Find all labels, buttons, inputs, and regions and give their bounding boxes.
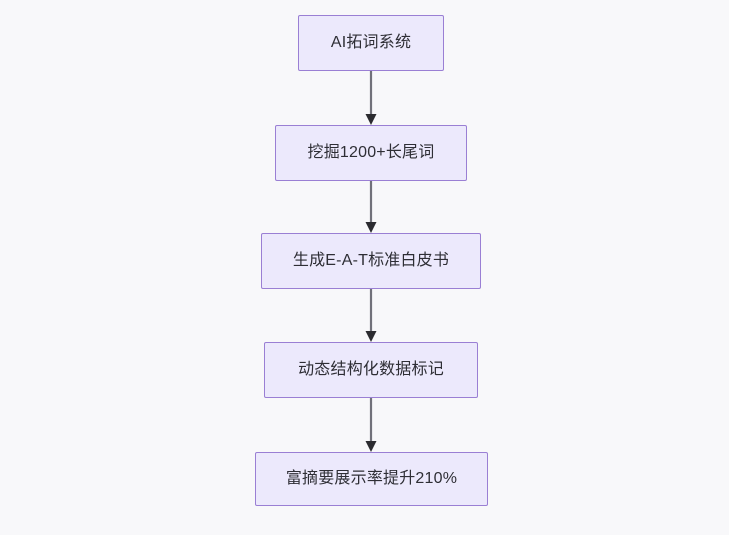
node-label: 动态结构化数据标记	[298, 361, 444, 379]
edge-node4-node5	[365, 398, 377, 452]
flowchart-node-rich-snippet-rate-increase[interactable]: 富摘要展示率提升210%	[255, 452, 488, 506]
edge-node3-node4	[365, 289, 377, 342]
edge-node1-node2	[365, 71, 377, 125]
node-label: AI拓词系统	[330, 34, 412, 52]
flowchart-node-dynamic-structured-data-markup[interactable]: 动态结构化数据标记	[264, 342, 478, 398]
edge-node2-node3	[365, 181, 377, 233]
flowchart-node-ai-keyword-system[interactable]: AI拓词系统	[298, 15, 444, 71]
flowchart-node-generate-eat-whitepaper[interactable]: 生成E-A-T标准白皮书	[261, 233, 481, 289]
node-label: 挖掘1200+长尾词	[307, 144, 435, 162]
flowchart-node-mine-longtail-keywords[interactable]: 挖掘1200+长尾词	[275, 125, 467, 181]
node-label: 富摘要展示率提升210%	[285, 470, 458, 488]
node-label: 生成E-A-T标准白皮书	[292, 252, 450, 270]
